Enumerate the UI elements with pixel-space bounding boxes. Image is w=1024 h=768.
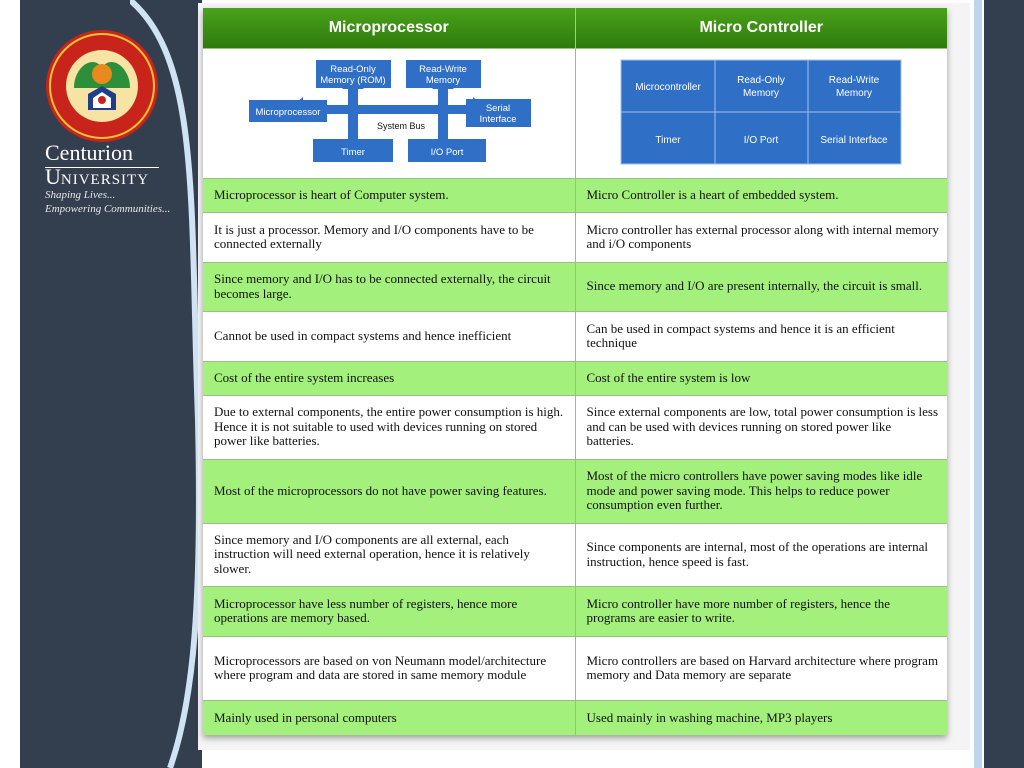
serial-box (466, 99, 531, 127)
table-row: Mainly used in personal computers Used m… (203, 699, 947, 735)
microprocessor-cell: Cost of the entire system increases (203, 360, 576, 395)
microcontroller-cell: Micro controller has external processor … (575, 211, 947, 262)
microcontroller-diagram-cell: Microcontroller Read-Only Memory Read-Wr… (575, 48, 947, 178)
university-name: Centurion UNIVERSITY (45, 142, 149, 191)
microcontroller-cell: Micro Controller is a heart of embedded … (575, 177, 947, 212)
right-bar (984, 0, 1024, 768)
cpu-label: Microprocessor (256, 107, 321, 118)
microcontroller-cell: Cost of the entire system is low (575, 360, 947, 395)
sidebar-curve-decoration (130, 0, 202, 768)
microprocessor-cell: It is just a processor. Memory and I/O c… (203, 211, 576, 262)
microcontroller-cell: Since external components are low, total… (575, 394, 947, 459)
university-logo (46, 30, 158, 142)
name-divider (45, 167, 159, 168)
cpu-box (249, 100, 327, 122)
microcontroller-cell: Can be used in compact systems and hence… (575, 310, 947, 361)
system-bus-label: System Bus (377, 121, 426, 131)
mc-cell-rom-line2: Memory (742, 88, 778, 99)
university-name-rest: NIVERSITY (60, 172, 150, 188)
table-row: Microprocessor have less number of regis… (203, 585, 947, 636)
microcontroller-cell: Micro controller have more number of reg… (575, 585, 947, 636)
table-row: Due to external components, the entire p… (203, 394, 947, 459)
table-row: Microprocessors are based on von Neumann… (203, 635, 947, 700)
table-row: Since memory and I/O has to be connected… (203, 261, 947, 311)
io-port-label: I/O Port (431, 147, 464, 158)
rom-label-line1: Read-Only (330, 64, 376, 75)
microcontroller-block-diagram: Microcontroller Read-Only Memory Read-Wr… (620, 59, 901, 165)
mc-cell-ram-line1: Read-Write (828, 75, 879, 86)
microprocessor-block-diagram: Read-Only Memory (ROM) Read-Write Memory… (249, 60, 531, 162)
microcontroller-cell: Since components are internal, most of t… (575, 522, 947, 586)
microprocessor-cell: Due to external components, the entire p… (203, 394, 576, 459)
ram-box (406, 60, 481, 88)
table-row: Cost of the entire system increases Cost… (203, 360, 947, 395)
serial-label-line2: Interface (480, 114, 517, 125)
university-name-initial: U (45, 164, 61, 189)
microprocessor-cell: Cannot be used in compact systems and he… (203, 310, 576, 361)
university-name-first: Centurion (45, 140, 133, 165)
io-port-box (408, 139, 486, 162)
comparison-table: Microprocessor Micro Controller (203, 8, 947, 735)
microprocessor-cell: Since memory and I/O components are all … (203, 522, 576, 586)
microprocessor-cell: Mainly used in personal computers (203, 699, 576, 735)
microprocessor-diagram-cell: Read-Only Memory (ROM) Read-Write Memory… (203, 48, 576, 178)
microcontroller-cell: Most of the micro controllers have power… (575, 458, 947, 523)
microcontroller-cell: Used mainly in washing machine, MP3 play… (575, 699, 947, 735)
right-stripe (974, 0, 982, 768)
mc-cell-rom-line1: Read-Only (737, 75, 785, 86)
mc-cell-ram-line2: Memory (835, 88, 871, 99)
mc-cell-timer: Timer (655, 135, 681, 146)
left-margin-band (0, 0, 20, 768)
table-row: Since memory and I/O components are all … (203, 522, 947, 586)
microprocessor-cell: Since memory and I/O has to be connected… (203, 261, 576, 311)
microprocessor-cell: Microprocessors are based on von Neumann… (203, 635, 576, 700)
table-row: It is just a processor. Memory and I/O c… (203, 211, 947, 262)
table-row: Microprocessor is heart of Computer syst… (203, 177, 947, 212)
header-microcontroller: Micro Controller (575, 8, 947, 49)
serial-label-line1: Serial (486, 103, 510, 114)
rom-box (316, 60, 391, 88)
tagline-line-2: Empowering Communities... (45, 203, 171, 215)
ram-label-line2: Memory (426, 75, 461, 86)
microprocessor-cell: Microprocessor is heart of Computer syst… (203, 177, 576, 212)
microcontroller-cell: Micro controllers are based on Harvard a… (575, 635, 947, 700)
table-row: Most of the microprocessors do not have … (203, 458, 947, 523)
rom-label-line2: Memory (ROM) (320, 75, 385, 86)
timer-label: Timer (341, 147, 365, 158)
timer-box (313, 139, 393, 162)
header-microprocessor: Microprocessor (203, 8, 576, 49)
ram-label-line1: Read-Write (419, 64, 467, 75)
mc-cell-io-port: I/O Port (743, 135, 778, 146)
microcontroller-cell: Since memory and I/O are present interna… (575, 261, 947, 311)
tagline-line-1: Shaping Lives... (45, 189, 116, 201)
microprocessor-cell: Most of the microprocessors do not have … (203, 458, 576, 523)
table-row: Cannot be used in compact systems and he… (203, 310, 947, 361)
microprocessor-cell: Microprocessor have less number of regis… (203, 585, 576, 636)
mc-cell-serial: Serial Interface (820, 135, 888, 146)
mc-cell-microcontroller: Microcontroller (635, 82, 701, 93)
